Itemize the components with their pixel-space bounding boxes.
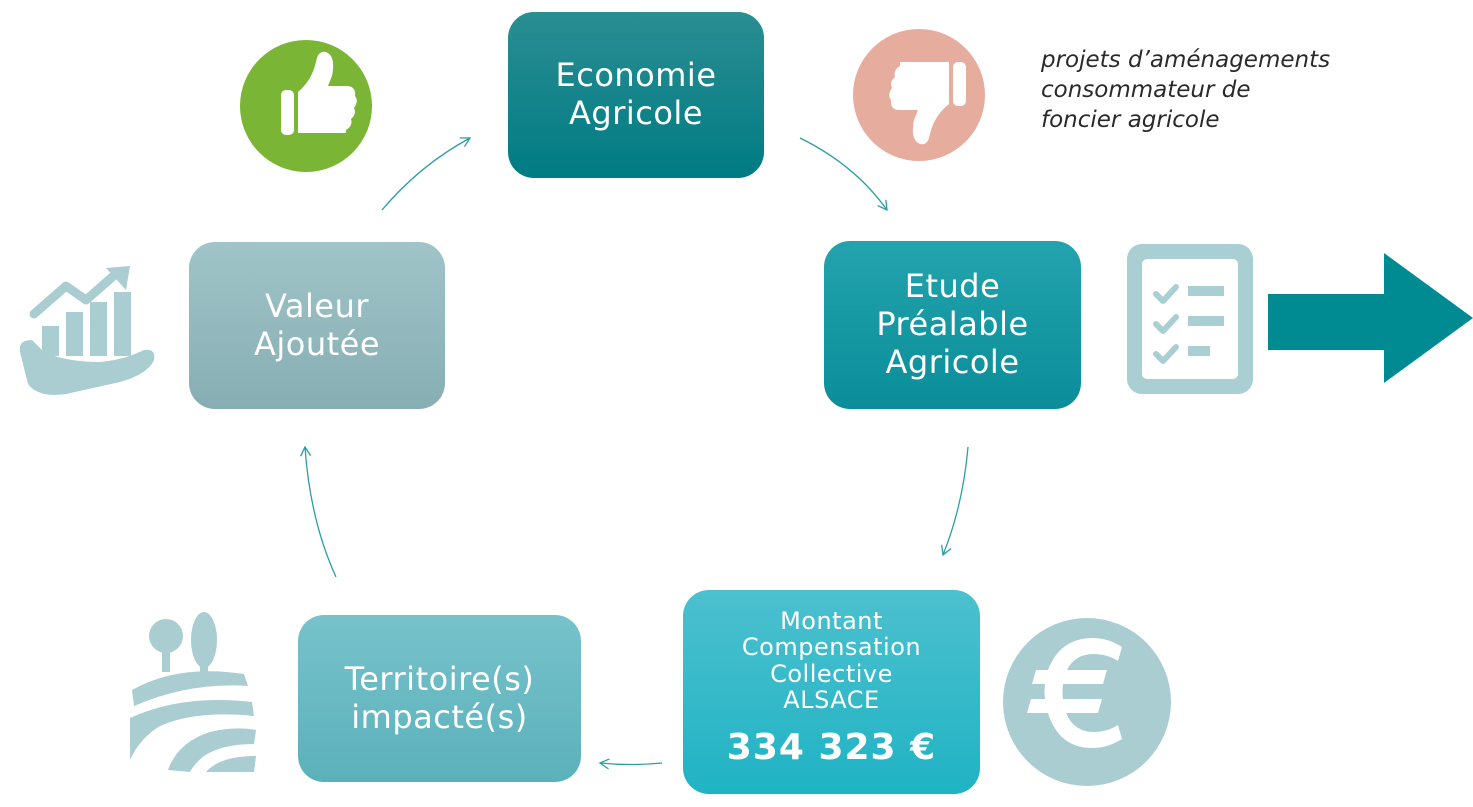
growth-hand-icon	[19, 266, 155, 395]
box-label-line: Ajoutée	[253, 324, 381, 363]
box-label-line: Valeur	[264, 286, 370, 325]
box-label-line: Economie	[555, 56, 717, 95]
montant-compensation-box: Montant Compensation Collective ALSACE 3…	[683, 590, 980, 794]
valeur-ajoutee-box: Valeur Ajoutée	[189, 242, 445, 409]
box-label-line: Préalable	[876, 305, 1029, 344]
annotation-line: consommateur de	[1041, 76, 1251, 103]
thumbs-up-icon	[240, 40, 372, 172]
box-label-line: Territoire(s)	[344, 659, 535, 698]
arrow-territoire-to-valeur	[300, 445, 337, 578]
box-label-line: Compensation	[741, 633, 922, 662]
arrow-economie-to-etude	[799, 137, 888, 212]
box-label-line: Agricole	[569, 94, 703, 132]
box-label-line: impacté(s)	[351, 697, 528, 736]
compensation-amount: 334 323 €	[726, 726, 937, 768]
arrow-etude-to-montant	[941, 446, 969, 557]
arrow-montant-to-territoire	[598, 758, 663, 770]
euro-icon	[1003, 618, 1171, 786]
economie-agricole-box: Economie Agricole	[508, 12, 764, 178]
annotation-line: foncier agricole	[1041, 106, 1220, 133]
box-label-line: ALSACE	[783, 686, 880, 715]
checklist-icon	[1127, 244, 1253, 394]
etude-prealable-box: Etude Préalable Agricole	[824, 241, 1081, 409]
projets-annotation: projets d’aménagements consommateur de f…	[1041, 46, 1441, 136]
big-right-arrow-icon	[1268, 253, 1473, 383]
territoire-impacte-box: Territoire(s) impacté(s)	[298, 615, 581, 782]
box-label-line: Montant	[780, 607, 883, 635]
arrow-valeur-to-economie	[381, 137, 472, 211]
box-label-line: Etude	[904, 267, 1001, 306]
farmland-landscape-icon	[130, 612, 256, 772]
thumbs-down-icon	[853, 29, 985, 161]
box-label-line: Collective	[770, 659, 893, 688]
annotation-line: projets d’aménagements	[1041, 47, 1331, 73]
box-label-line: Agricole	[885, 342, 1020, 381]
